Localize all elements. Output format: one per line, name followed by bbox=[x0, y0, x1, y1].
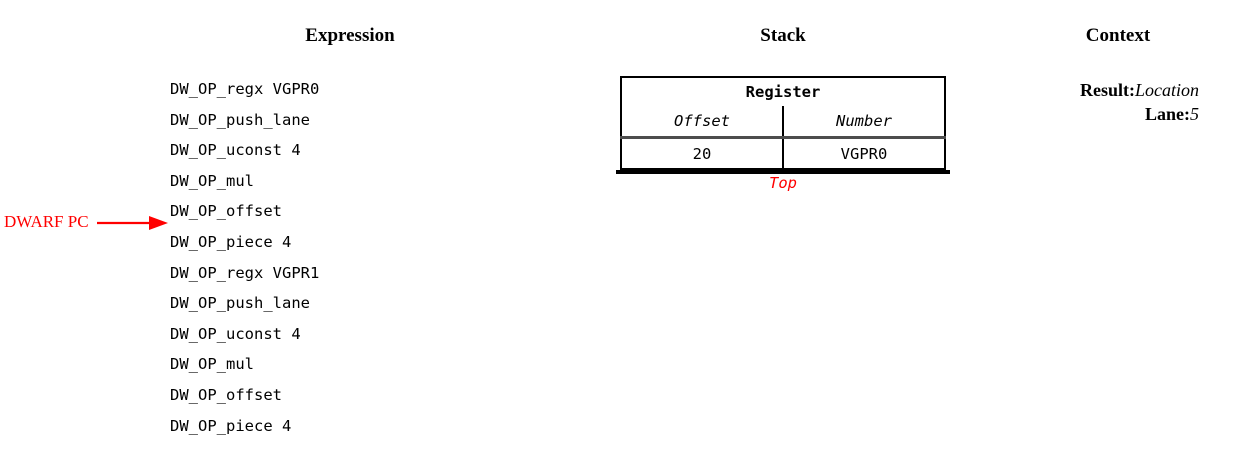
right-arrow-icon bbox=[97, 216, 168, 230]
context-key-lane: Lane: bbox=[1145, 104, 1190, 124]
stack-subheader-offset: Offset bbox=[620, 106, 784, 139]
expression-line: DW_OP_uconst 4 bbox=[170, 141, 301, 160]
expression-line: DW_OP_offset bbox=[170, 385, 282, 404]
stack-subheader-number: Number bbox=[783, 106, 946, 139]
expression-line: DW_OP_uconst 4 bbox=[170, 324, 301, 343]
stack-entry-value-row: 20 VGPR0 bbox=[620, 137, 946, 170]
context-row-result: Result:Location bbox=[999, 78, 1199, 102]
dwarf-pc-pointer: DWARF PC bbox=[4, 210, 170, 238]
expression-list: DW_OP_regx VGPR0 DW_OP_push_lane DW_OP_u… bbox=[170, 74, 500, 441]
expression-line: DW_OP_mul bbox=[170, 355, 254, 374]
stack-entry-title: Register bbox=[620, 76, 946, 106]
expression-line: DW_OP_push_lane bbox=[170, 294, 310, 313]
context-row-lane: Lane:5 bbox=[999, 102, 1199, 126]
stack-bottom-rule bbox=[616, 170, 950, 174]
context-block: Result:Location Lane:5 bbox=[999, 78, 1199, 126]
stack-entry-subheader-row: Offset Number bbox=[620, 106, 946, 139]
expression-line: DW_OP_push_lane bbox=[170, 110, 310, 129]
expression-line: DW_OP_regx VGPR1 bbox=[170, 263, 320, 282]
stack-table-container: Register Offset Number 20 VGPR0 bbox=[620, 76, 946, 170]
stack-value-offset: 20 bbox=[620, 137, 784, 170]
column-heading-stack: Stack bbox=[760, 25, 806, 46]
context-value-result: Location bbox=[1134, 80, 1199, 100]
expression-line: DW_OP_piece 4 bbox=[170, 416, 292, 435]
expression-line: DW_OP_piece 4 bbox=[170, 232, 292, 251]
dwarf-pc-label: DWARF PC bbox=[4, 212, 89, 231]
stack-top-label: Top bbox=[769, 174, 797, 192]
stack-value-number: VGPR0 bbox=[783, 137, 946, 170]
expression-line: DW_OP_mul bbox=[170, 171, 254, 190]
expression-line: DW_OP_regx VGPR0 bbox=[170, 80, 320, 98]
column-heading-context: Context bbox=[1085, 25, 1151, 46]
stack-entry-table: Register Offset Number 20 VGPR0 bbox=[620, 76, 946, 170]
expression-line: DW_OP_offset bbox=[170, 202, 282, 221]
context-value-lane: 5 bbox=[1190, 104, 1199, 124]
stack-entry-title-row: Register bbox=[620, 76, 946, 106]
context-key-result: Result: bbox=[1079, 80, 1135, 100]
column-heading-expression: Expression bbox=[305, 25, 395, 46]
